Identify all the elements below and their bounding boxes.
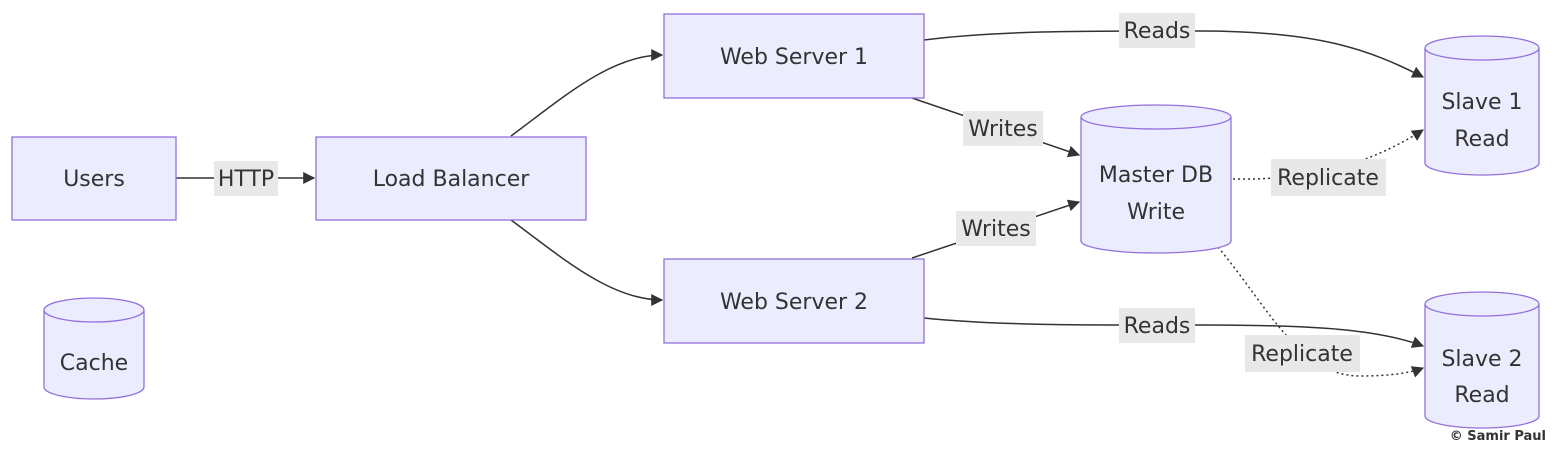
- node-load-balancer-label: Load Balancer: [373, 167, 531, 192]
- node-web-server-2-label: Web Server 2: [720, 290, 868, 315]
- node-users: Users: [11, 136, 177, 221]
- edge-web-server-1-reads: [923, 30, 1425, 78]
- edge-label-writes-1: Writes: [968, 117, 1038, 142]
- edge-label-reads-1: Reads: [1124, 19, 1191, 44]
- node-load-balancer: Load Balancer: [315, 136, 587, 221]
- edge-load-balancer-to-web-server-2: [510, 219, 664, 306]
- watermark-text: © Samir Paul: [1450, 429, 1546, 444]
- node-master-db: Master DB Write: [1080, 104, 1232, 254]
- edge-label-reads-2: Reads: [1124, 314, 1191, 339]
- node-users-label: Users: [63, 167, 125, 192]
- node-web-server-2: Web Server 2: [663, 258, 925, 344]
- node-slave-1-label-line2: Read: [1454, 127, 1509, 152]
- node-slave-2-label-line1: Slave 2: [1441, 347, 1522, 372]
- node-cache: Cache: [43, 297, 145, 400]
- edge-labels: HTTP Writes Writes Reads Reads Replicate…: [214, 13, 1386, 372]
- node-slave-2: Slave 2 Read: [1424, 291, 1540, 429]
- edge-load-balancer-to-web-server-1: [510, 49, 664, 137]
- node-slave-1-label-line1: Slave 1: [1441, 90, 1522, 115]
- node-slave-2-label-line2: Read: [1454, 383, 1509, 408]
- edge-replicate-slave-2: [1217, 246, 1425, 378]
- node-slave-1: Slave 1 Read: [1424, 35, 1540, 176]
- node-web-server-1: Web Server 1: [663, 13, 925, 99]
- node-cache-label: Cache: [60, 351, 128, 376]
- edge-label-http: HTTP: [218, 167, 274, 192]
- node-master-db-label-line2: Write: [1127, 200, 1185, 225]
- edge-web-server-2-reads: [923, 317, 1425, 348]
- edge-label-writes-2: Writes: [961, 217, 1031, 242]
- edge-label-replicate-2: Replicate: [1251, 342, 1353, 367]
- edge-label-replicate-1: Replicate: [1277, 166, 1379, 191]
- node-master-db-label-line1: Master DB: [1099, 163, 1213, 188]
- node-web-server-1-label: Web Server 1: [720, 45, 868, 70]
